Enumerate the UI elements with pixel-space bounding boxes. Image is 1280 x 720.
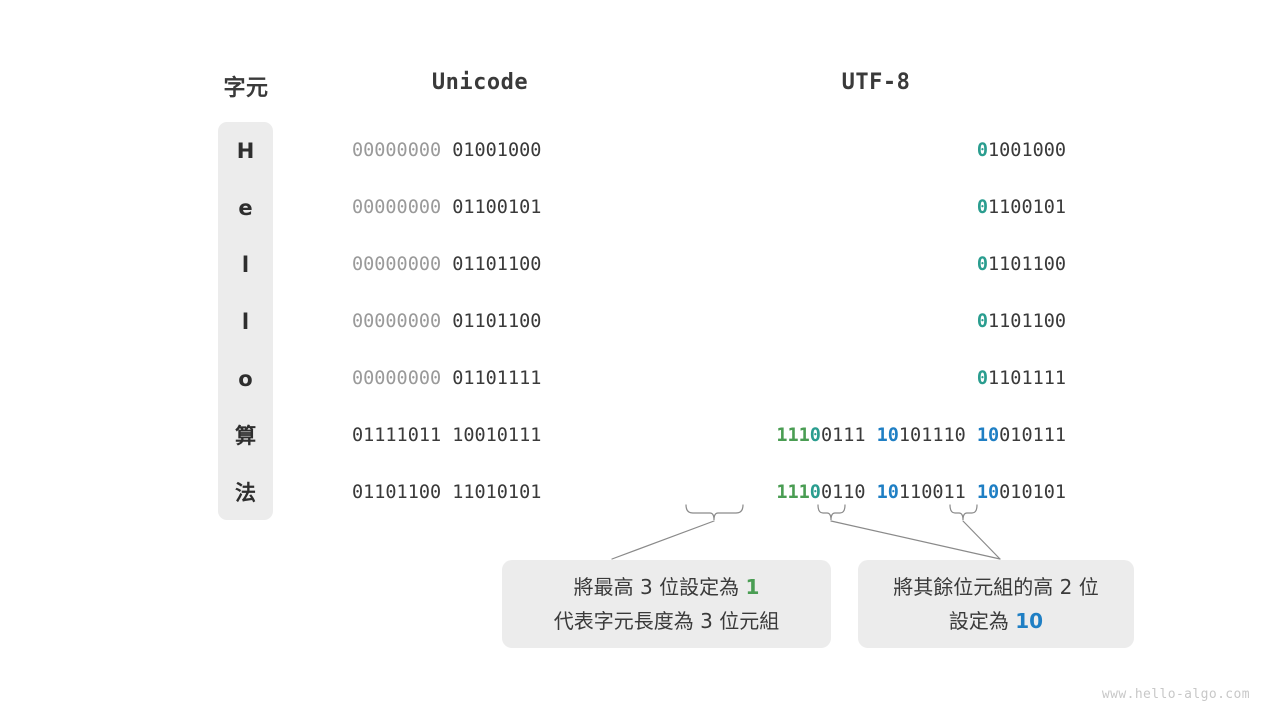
callout-right-line1: 將其餘位元組的高 2 位 <box>893 575 1099 599</box>
utf8-bit-group: 10 <box>876 425 899 446</box>
utf8-bit-group: 010111 <box>999 425 1066 446</box>
utf8-bit-group: 10 <box>976 482 1000 503</box>
utf8-cell: 01101100 <box>606 254 1066 276</box>
character-column-chip <box>218 122 273 520</box>
unicode-cell: 01101100 11010101 <box>352 482 608 504</box>
utf8-bit-group: 010101 <box>999 482 1066 503</box>
callout-right-line2-prefix: 設定為 <box>948 609 1016 633</box>
callout-leading-bits: 將最高 3 位設定為 1 代表字元長度為 3 位元組 <box>502 560 831 648</box>
utf8-bit-group: 0 <box>976 197 989 218</box>
callout-left-line1-prefix: 將最高 3 位設定為 <box>573 575 746 599</box>
utf8-cell: 01101111 <box>606 368 1066 390</box>
callout-left-line1-highlight: 1 <box>745 575 760 599</box>
utf8-bit-group: 0 <box>809 482 821 503</box>
unicode-cell: 01111011 10010111 <box>352 425 608 447</box>
character-cell: o <box>238 367 253 391</box>
utf8-bit-group: 10 <box>976 425 1000 446</box>
character-cell: H <box>236 139 255 163</box>
unicode-high-byte: 00000000 <box>352 140 442 161</box>
callout-right-line2: 設定為 10 <box>949 604 1043 638</box>
column-header-character: 字元 <box>223 76 269 101</box>
utf8-bit-group: 0110 <box>820 482 877 503</box>
utf8-bit-group: 1101100 <box>988 254 1066 275</box>
unicode-low-bytes: 01101100 <box>452 254 542 275</box>
unicode-low-bytes: 01100101 <box>452 197 542 218</box>
utf8-cell: 11100110 10110011 10010101 <box>606 482 1066 504</box>
utf8-cell: 01001000 <box>606 140 1066 162</box>
unicode-low-bytes: 01111011 10010111 <box>352 425 542 446</box>
utf8-cell: 11100111 10101110 10010111 <box>606 425 1066 447</box>
callout-left-line2: 代表字元長度為 3 位元組 <box>553 609 780 633</box>
unicode-low-bytes: 01001000 <box>452 140 542 161</box>
utf8-cell: 01100101 <box>606 197 1066 219</box>
callout-right-line2-highlight: 10 <box>1015 609 1044 633</box>
utf8-bit-group: 0111 <box>820 425 877 446</box>
utf8-bit-group: 101110 <box>898 425 977 446</box>
unicode-low-bytes: 01101100 11010101 <box>352 482 542 503</box>
unicode-low-bytes: 01101100 <box>452 311 542 332</box>
utf8-bit-group: 0 <box>976 140 989 161</box>
character-cell: 算 <box>235 424 256 448</box>
column-header-unicode: Unicode <box>431 70 529 95</box>
unicode-cell: 00000000 01101100 <box>352 254 608 276</box>
unicode-cell: 00000000 01001000 <box>352 140 608 162</box>
utf8-bit-group: 110011 <box>898 482 977 503</box>
character-cell: l <box>241 310 250 334</box>
character-cell: 法 <box>235 481 256 505</box>
character-cell: e <box>238 196 253 220</box>
utf8-bit-group: 0 <box>809 425 821 446</box>
utf8-bit-group: 0 <box>976 368 989 389</box>
column-header-utf8: UTF-8 <box>841 70 911 95</box>
utf8-bit-group: 0 <box>976 311 989 332</box>
unicode-high-byte: 00000000 <box>352 368 442 389</box>
unicode-high-byte: 00000000 <box>352 311 442 332</box>
utf8-bit-group: 111 <box>776 482 810 503</box>
utf8-bit-group: 111 <box>776 425 810 446</box>
watermark: www.hello-algo.com <box>1101 687 1250 702</box>
utf8-bit-group: 1101100 <box>988 311 1066 332</box>
unicode-high-byte: 00000000 <box>352 254 442 275</box>
unicode-high-byte: 00000000 <box>352 197 442 218</box>
unicode-low-bytes: 01101111 <box>452 368 542 389</box>
callout-continuation-bits: 將其餘位元組的高 2 位 設定為 10 <box>858 560 1134 648</box>
utf8-bit-group: 10 <box>876 482 899 503</box>
character-cell: l <box>241 253 250 277</box>
unicode-cell: 00000000 01101111 <box>352 368 608 390</box>
utf8-bit-group: 1100101 <box>988 197 1066 218</box>
unicode-cell: 00000000 01101100 <box>352 311 608 333</box>
utf8-bit-group: 1001000 <box>988 140 1066 161</box>
callout-left-line1: 將最高 3 位設定為 1 <box>574 570 760 604</box>
unicode-cell: 00000000 01100101 <box>352 197 608 219</box>
utf8-bit-group: 1101111 <box>988 368 1066 389</box>
utf8-bit-group: 0 <box>976 254 989 275</box>
utf8-cell: 01101100 <box>606 311 1066 333</box>
